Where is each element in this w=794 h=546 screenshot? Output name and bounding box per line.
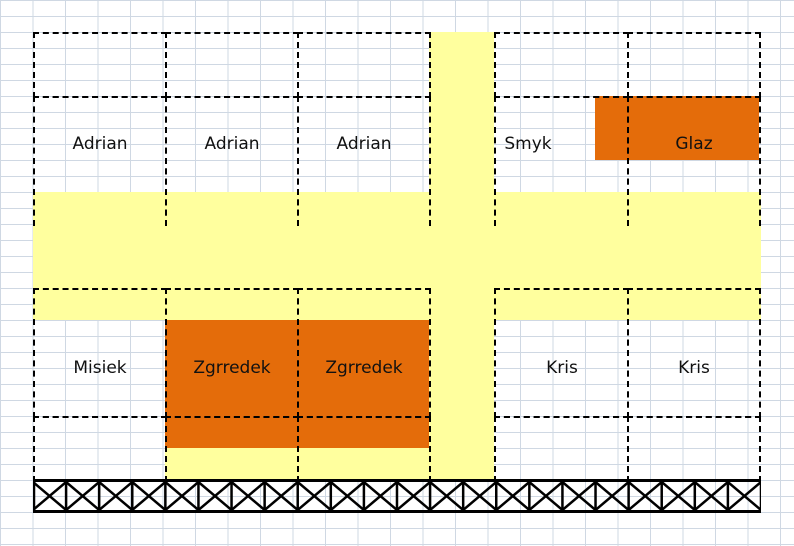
fence-cross	[462, 482, 498, 510]
plot-label: Glaz	[675, 134, 713, 154]
plot-outline	[494, 32, 629, 98]
road-strip-lower	[33, 288, 761, 320]
plot-outline	[33, 288, 167, 418]
fence-cross	[330, 482, 366, 510]
plot-outline	[165, 416, 299, 482]
plot-label: Smyk	[504, 134, 552, 154]
plot-outline	[165, 32, 299, 98]
fence-cross	[528, 482, 564, 510]
fence-cross	[495, 482, 531, 510]
fence-cross	[660, 482, 697, 510]
fence-cross	[296, 482, 333, 510]
plot-outline	[297, 288, 431, 418]
road-strip-upper	[33, 192, 761, 224]
plot-highlight-glaz	[595, 96, 759, 160]
plot-outline	[297, 416, 431, 482]
plot-label: Adrian	[336, 134, 392, 154]
fence-pattern	[33, 479, 761, 513]
fence-cross	[197, 482, 233, 510]
fence-cross	[594, 482, 630, 510]
plot-outline	[627, 416, 761, 482]
plot-outline	[297, 96, 431, 226]
fence-cross	[164, 482, 200, 510]
fence-cross	[429, 482, 465, 510]
fence-cross	[230, 482, 266, 510]
plot-outline	[33, 96, 167, 226]
plot-outline	[33, 32, 167, 98]
plot-outline	[297, 32, 431, 98]
plot-outline	[494, 288, 629, 418]
fence-cross	[627, 482, 663, 510]
plot-label: Adrian	[204, 134, 260, 154]
fence-cross	[98, 482, 134, 510]
plot-outline	[494, 416, 629, 482]
plot-outline	[627, 288, 761, 418]
fence-cross	[33, 482, 68, 510]
plot-label: Kris	[678, 358, 710, 378]
fence-cross	[65, 482, 101, 510]
fence-cross	[561, 482, 597, 510]
plot-label: Zgrredek	[193, 358, 271, 378]
plot-outline	[627, 96, 761, 226]
plot-label: Kris	[546, 358, 578, 378]
plot-outline	[627, 32, 761, 98]
fence-cross	[693, 482, 730, 510]
fence-cross	[131, 482, 167, 510]
plot-outline	[165, 288, 299, 418]
plot-label: Misiek	[73, 358, 127, 378]
fence-cross	[727, 482, 761, 510]
plot-outline	[33, 416, 167, 482]
fence-cross	[363, 482, 399, 510]
plot-label: Adrian	[72, 134, 128, 154]
plot-label: Zgrredek	[325, 358, 403, 378]
plot-outline	[494, 96, 629, 226]
fence-cross	[396, 482, 432, 510]
fence-svg	[33, 482, 761, 510]
fence-cross	[263, 482, 299, 510]
plot-outline	[165, 96, 299, 226]
road-horizontal	[33, 224, 761, 288]
